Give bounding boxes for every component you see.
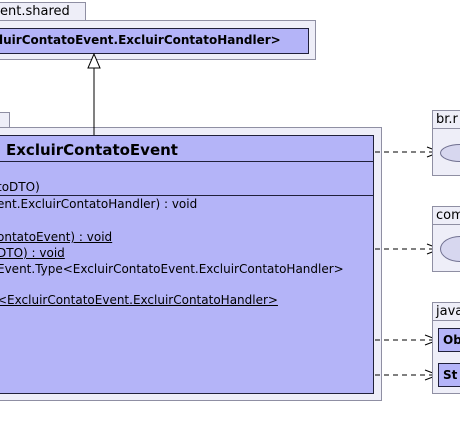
class-title-event: ExcluirContatoEvent — [6, 141, 178, 159]
class-divider-fields — [0, 195, 373, 196]
attribute-line: toDTO) — [0, 180, 40, 194]
method-line-static-1: ontatoEvent) : void — [0, 230, 113, 244]
method-line-static-2: DTO) : void — [0, 246, 65, 260]
method-line-dispatch: ent.ExcluirContatoHandler) : void — [0, 197, 198, 211]
class-excluir-contato-event[interactable]: ExcluirContatoEvent toDTO) ent.ExcluirCo… — [0, 135, 374, 394]
package-label-shared: ent.shared — [0, 4, 70, 19]
class-excluir-contato-handler[interactable]: luirContatoEvent.ExcluirContatoHandler> — [0, 28, 309, 54]
class-string[interactable]: St — [438, 363, 460, 387]
package-tab-com: com — [432, 206, 460, 225]
method-line-get-type: Event.Type<ExcluirContatoEvent.ExcluirCo… — [0, 262, 344, 276]
package-tab-java: java — [432, 302, 460, 321]
package-label-br: br.r — [436, 112, 458, 127]
class-label-object: Ob — [443, 333, 460, 347]
package-label-java: java — [436, 304, 460, 319]
class-title-handler: luirContatoEvent.ExcluirContatoHandler> — [0, 33, 281, 47]
package-tab-br: br.r — [432, 110, 460, 129]
class-label-string: St — [443, 368, 458, 382]
field-line-type: <ExcluirContatoEvent.ExcluirContatoHandl… — [0, 293, 278, 307]
class-divider-name — [0, 161, 373, 162]
class-object[interactable]: Ob — [438, 328, 460, 352]
package-label-com: com — [436, 208, 460, 223]
generalization-arrowhead — [87, 52, 101, 69]
